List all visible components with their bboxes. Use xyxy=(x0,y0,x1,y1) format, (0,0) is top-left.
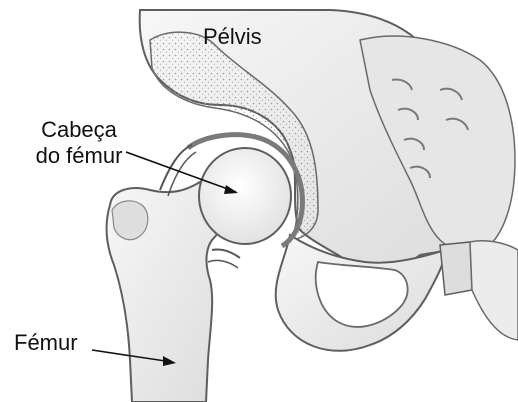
femoral-head-label: Cabeça do fémur xyxy=(14,117,144,170)
femoral-head-label-line2: do fémur xyxy=(14,143,144,169)
femoral-head-label-line1: Cabeça xyxy=(14,117,144,143)
femoral-head xyxy=(199,148,291,244)
pelvis-label: Pélvis xyxy=(203,24,262,50)
femur-label: Fémur xyxy=(14,330,78,356)
